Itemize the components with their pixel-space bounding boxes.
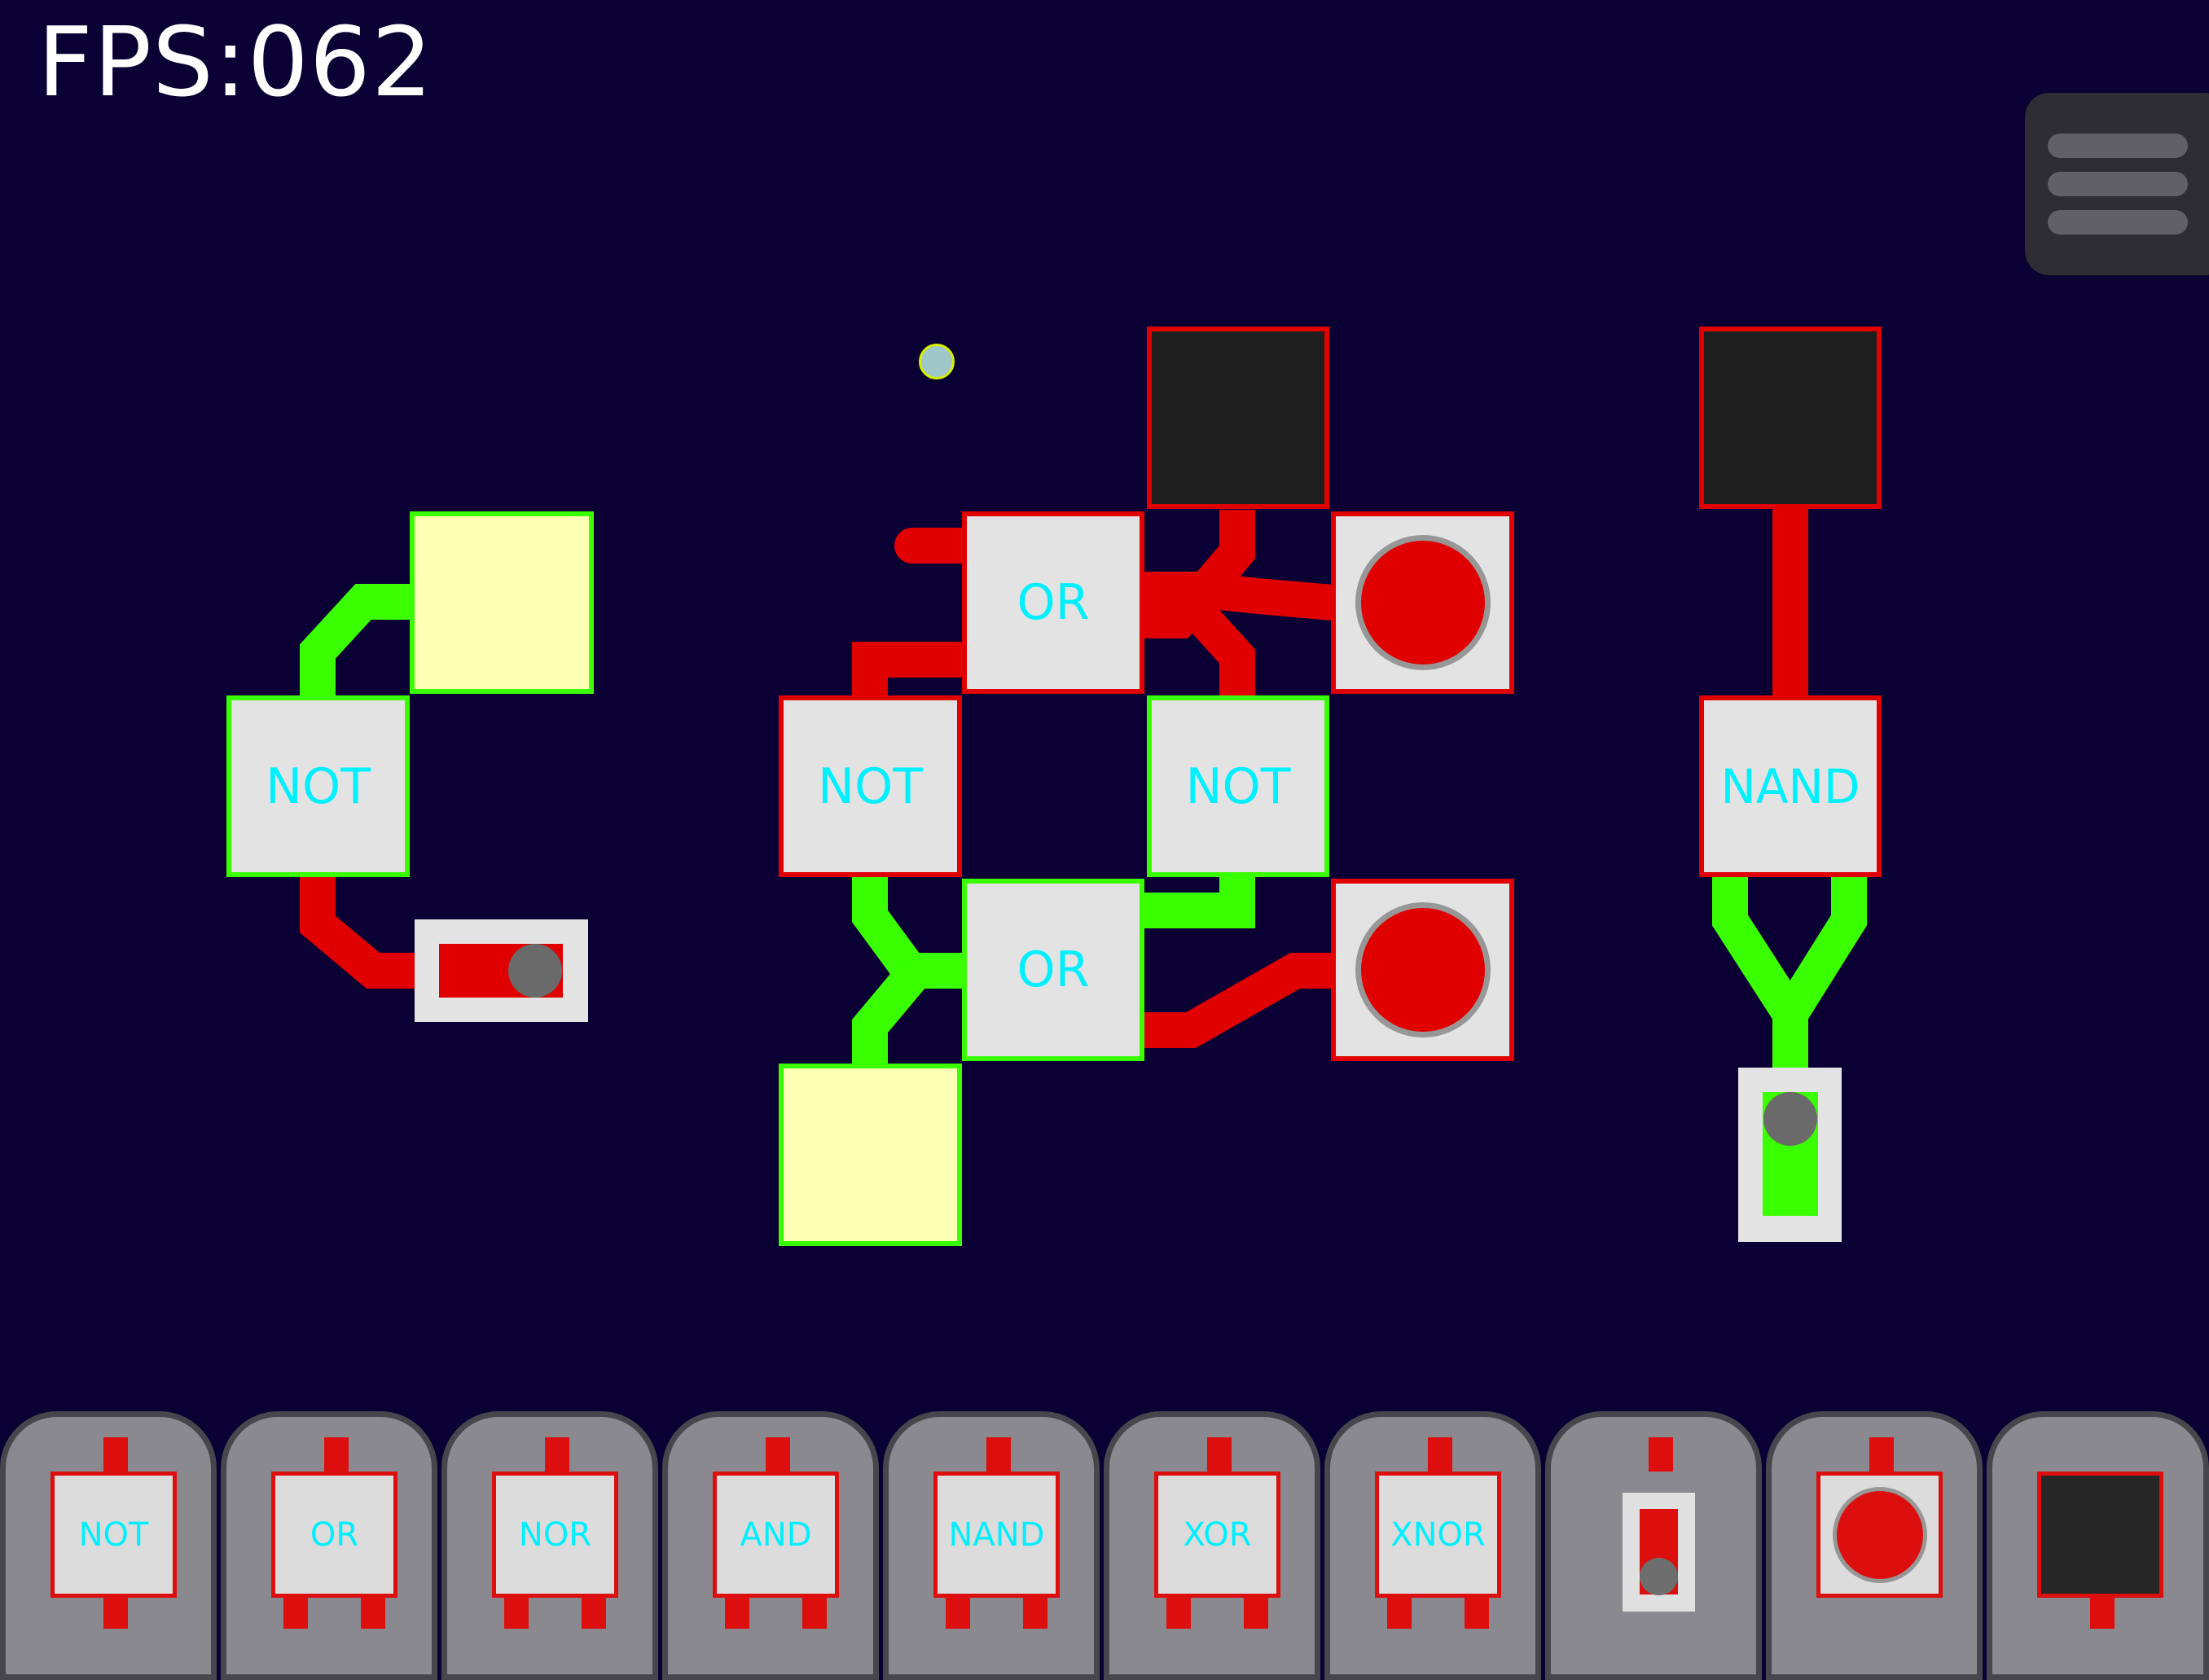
toolbar-item-or[interactable]: OR [221, 1411, 437, 1680]
lamp-bulb-icon [1355, 902, 1491, 1037]
pin-icon [103, 1437, 128, 1472]
light-output-off[interactable] [1147, 327, 1329, 509]
wire-on [1144, 875, 1255, 928]
pin-icon [283, 1598, 308, 1629]
nand-gate-icon: NAND [933, 1472, 1060, 1598]
nand-gate[interactable]: NAND [1699, 695, 1882, 877]
xor-gate-icon: XOR [1154, 1472, 1280, 1598]
toolbar-item-xor[interactable]: XOR [1104, 1411, 1320, 1680]
toolbar-item-label: OR [310, 1516, 359, 1554]
lamp-output[interactable] [1331, 511, 1514, 694]
pin-icon [766, 1437, 790, 1472]
pin-icon [361, 1598, 385, 1629]
lamp-icon [1816, 1472, 1943, 1598]
not-gate[interactable]: NOT [226, 695, 410, 877]
menu-button[interactable] [2025, 93, 2209, 275]
nor-gate-icon: NOR [492, 1472, 618, 1598]
not-gate-icon: NOT [51, 1472, 177, 1598]
pin-icon [1465, 1598, 1489, 1629]
hamburger-menu-icon [2048, 210, 2188, 235]
xnor-gate-icon: XNOR [1375, 1472, 1501, 1598]
toolbar-item-and[interactable]: AND [662, 1411, 879, 1680]
or-gate-icon: OR [271, 1472, 397, 1598]
wire-on [1712, 875, 1806, 1024]
wire-off [852, 642, 964, 697]
gate-label: OR [1017, 941, 1090, 998]
wire-off [1144, 953, 1333, 1048]
lamp-bulb-icon [1355, 535, 1491, 670]
toolbar-item-label: NOT [78, 1516, 149, 1554]
wire-on [852, 875, 920, 976]
toolbar-item-nor[interactable]: NOR [441, 1411, 658, 1680]
not-gate[interactable]: NOT [1147, 695, 1329, 877]
toolbar-item-label: AND [740, 1516, 812, 1554]
wire-off [1144, 572, 1334, 621]
pin-icon [986, 1437, 1011, 1472]
light-output-on[interactable] [410, 511, 594, 694]
or-gate[interactable]: OR [962, 511, 1144, 694]
toolbar-item-label: NOR [518, 1516, 592, 1554]
component-toolbar: NOT OR NOR AND NAND XOR XNOR [0, 1411, 2209, 1680]
wire-on [1772, 875, 1867, 1069]
pin-icon [1166, 1598, 1191, 1629]
pin-icon [582, 1598, 606, 1629]
pin-icon [504, 1598, 529, 1629]
toolbar-item-xnor[interactable]: XNOR [1324, 1411, 1541, 1680]
toolbar-item-lamp[interactable] [1766, 1411, 1983, 1680]
not-gate[interactable]: NOT [779, 695, 962, 877]
pin-icon [324, 1437, 349, 1472]
switch-knob[interactable] [1763, 1092, 1817, 1146]
light-output-off[interactable] [1699, 327, 1882, 509]
pin-icon [1023, 1598, 1047, 1629]
lamp-output[interactable] [1331, 879, 1514, 1061]
gate-label: NOT [266, 757, 371, 815]
gate-label: OR [1017, 574, 1090, 631]
toolbar-item-label: NAND [948, 1516, 1045, 1554]
light-icon [2037, 1472, 2163, 1598]
gate-label: NAND [1720, 758, 1860, 814]
pin-icon [725, 1598, 749, 1629]
fps-counter: FPS:062 [37, 6, 433, 118]
toolbar-item-label: XNOR [1390, 1516, 1486, 1554]
toolbar-item-label: XOR [1183, 1516, 1252, 1554]
hamburger-menu-icon [2048, 134, 2188, 158]
pin-icon [103, 1598, 128, 1629]
toggle-switch[interactable] [415, 919, 588, 1022]
pin-icon [2090, 1598, 2115, 1629]
wire-off [300, 875, 417, 989]
pin-icon [1387, 1598, 1412, 1629]
pin-icon [1428, 1437, 1452, 1472]
toolbar-item-light[interactable] [1987, 1411, 2209, 1680]
switch-knob[interactable] [508, 944, 562, 998]
pin-icon [1649, 1437, 1673, 1472]
pin-icon [545, 1437, 569, 1472]
gate-label: NOT [1185, 757, 1291, 815]
gate-label: NOT [818, 757, 923, 815]
toolbar-item-not[interactable]: NOT [0, 1411, 217, 1680]
wire-on [300, 584, 411, 697]
pin-icon [1869, 1437, 1894, 1472]
wire-on [852, 953, 964, 1065]
pin-icon [1244, 1598, 1268, 1629]
pin-icon [946, 1598, 970, 1629]
switch-icon [1623, 1493, 1695, 1612]
toolbar-item-nand[interactable]: NAND [883, 1411, 1100, 1680]
cursor-pointer [919, 344, 955, 379]
and-gate-icon: AND [713, 1472, 839, 1598]
toolbar-item-switch[interactable] [1545, 1411, 1762, 1680]
or-gate[interactable]: OR [962, 879, 1144, 1061]
toggle-switch[interactable] [1738, 1068, 1842, 1242]
hamburger-menu-icon [2048, 172, 2188, 196]
light-output-on[interactable] [779, 1064, 962, 1246]
switch-knob [1640, 1558, 1678, 1595]
wire-off [1184, 600, 1255, 697]
pin-icon [802, 1598, 827, 1629]
lamp-bulb-icon [1832, 1486, 1927, 1583]
pin-icon [1207, 1437, 1232, 1472]
